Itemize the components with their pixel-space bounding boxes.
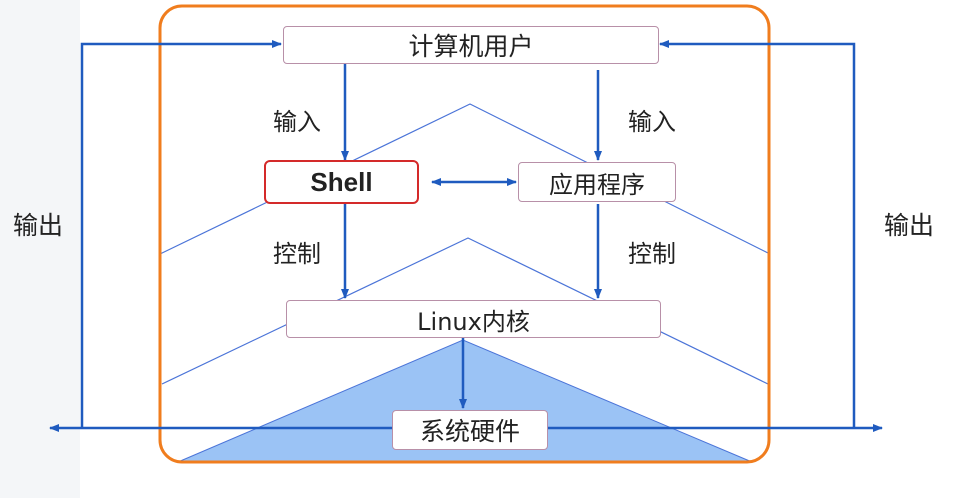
- background-shade: [0, 0, 80, 498]
- node-kernel: Linux内核: [286, 300, 661, 338]
- label-output-right: 输出: [884, 211, 935, 240]
- system-frame: [158, 4, 771, 464]
- label-input-right: 输入: [628, 108, 676, 136]
- node-shell: Shell: [264, 160, 419, 204]
- chevron-line-lower: [161, 237, 771, 386]
- label-input-left: 输入: [273, 108, 321, 136]
- node-users: 计算机用户: [283, 26, 659, 64]
- node-apps: 应用程序: [518, 162, 676, 202]
- output-right-loop: [659, 40, 856, 428]
- label-output-left: 输出: [13, 211, 64, 240]
- label-control-right: 控制: [628, 240, 676, 268]
- output-left-loop: [80, 40, 282, 428]
- label-control-left: 控制: [273, 240, 321, 268]
- chevron-line-upper: [159, 103, 771, 255]
- node-hardware: 系统硬件: [392, 410, 548, 450]
